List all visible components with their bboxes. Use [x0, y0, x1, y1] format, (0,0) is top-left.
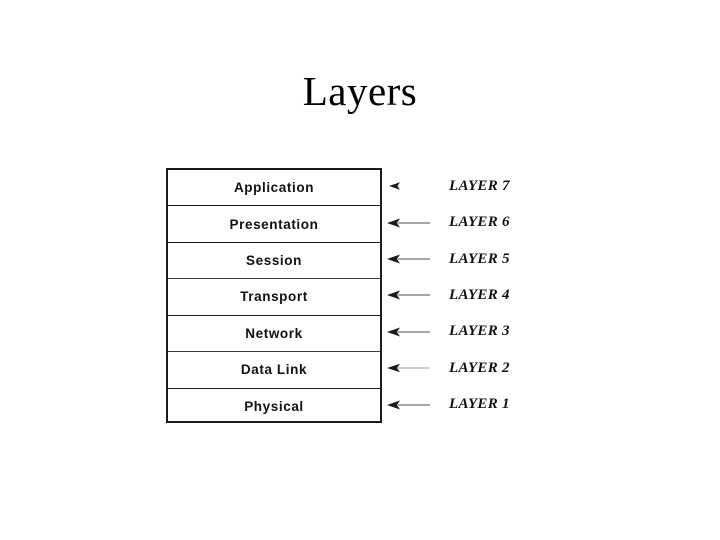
layer-callout: LAYER 6	[382, 204, 686, 240]
layer-callout: LAYER 2	[382, 350, 686, 386]
layer-callout: LAYER 7	[382, 168, 686, 204]
arrow-left-icon	[386, 180, 432, 192]
layer-row-label: Physical	[244, 399, 304, 415]
layer-row: Network	[168, 316, 380, 353]
layer-row: Physical	[168, 389, 380, 425]
layer-number-label: LAYER 6	[449, 214, 510, 231]
layer-row-label: Presentation	[229, 216, 319, 232]
page-title: Layers	[302, 68, 418, 114]
arrow-left-icon	[386, 326, 432, 338]
layer-row-label: Application	[233, 180, 315, 196]
arrow-left-icon	[386, 253, 432, 265]
layer-row-label: Network	[245, 325, 303, 341]
layer-callout: LAYER 3	[382, 314, 686, 350]
layer-row: Session	[168, 243, 380, 280]
layer-row: Transport	[168, 279, 380, 316]
layer-callout: LAYER 5	[382, 241, 686, 277]
layer-number-label: LAYER 3	[449, 323, 510, 340]
layer-row: Application	[168, 170, 380, 207]
arrow-left-icon	[386, 289, 432, 301]
layer-callout: LAYER 4	[382, 277, 686, 313]
arrow-left-icon	[386, 362, 432, 374]
layer-row-label: Data Link	[240, 362, 308, 378]
arrow-left-icon	[386, 399, 432, 411]
layer-number-label: LAYER 4	[449, 286, 510, 303]
layer-number-label: LAYER 2	[449, 359, 510, 376]
layer-row: Data Link	[168, 352, 380, 389]
arrow-left-icon	[386, 217, 432, 229]
layer-number-label: LAYER 5	[449, 250, 510, 267]
layer-number-label: LAYER 1	[449, 396, 510, 413]
layer-row-label: Session	[246, 253, 302, 269]
layer-callout: LAYER 1	[382, 387, 686, 423]
layer-stack: Application Presentation Session Transpo…	[166, 168, 382, 423]
layer-row: Presentation	[168, 206, 380, 243]
layer-number-label: LAYER 7	[449, 177, 510, 194]
osi-layer-diagram: Application Presentation Session Transpo…	[166, 168, 686, 424]
layer-row-label: Transport	[240, 289, 308, 305]
